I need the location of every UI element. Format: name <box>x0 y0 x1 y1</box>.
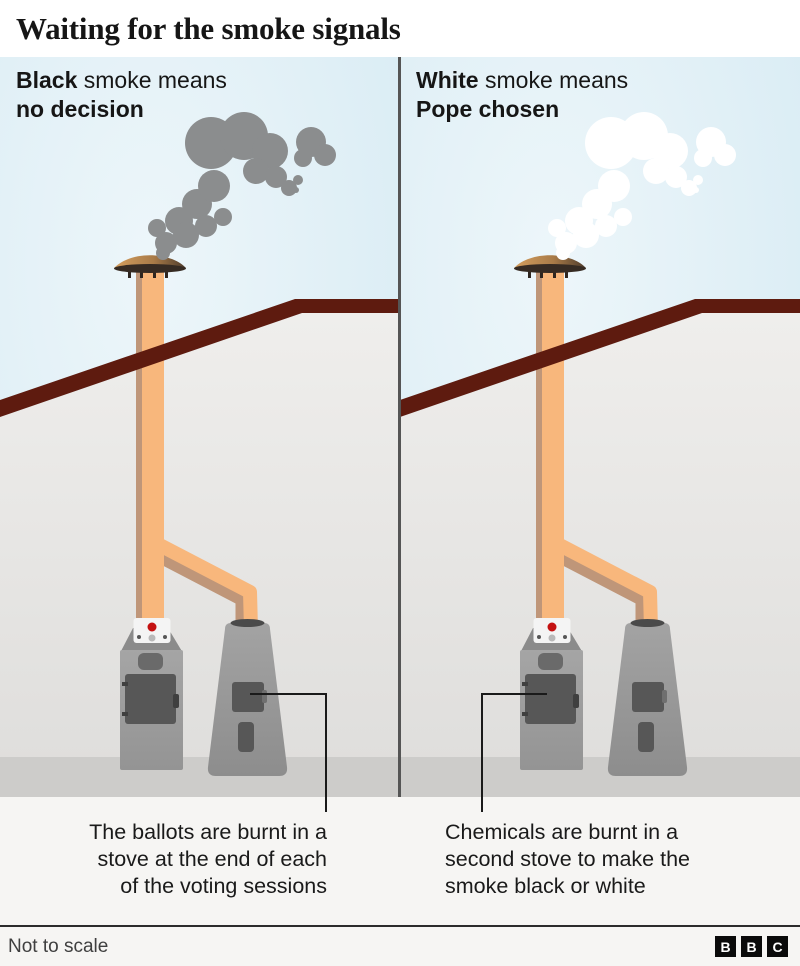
black-smoke-heading: Black smoke means no decision <box>16 66 227 124</box>
bbc-logo: B B C <box>715 936 788 957</box>
heading-rest: smoke means <box>77 67 227 93</box>
chemical-stove-caption: Chemicals are burnt in a second stove to… <box>445 819 745 900</box>
footer: Not to scale B B C <box>0 925 800 966</box>
heading-line2: no decision <box>16 96 144 122</box>
black-smoke-panel-illustration <box>0 57 400 812</box>
not-to-scale-note: Not to scale <box>8 935 109 957</box>
caption-line: The ballots are burnt in a <box>89 820 327 844</box>
stove-and-chimney-illustration <box>0 57 400 797</box>
caption-line: of the voting sessions <box>120 874 327 898</box>
heading-rest: smoke means <box>478 67 629 93</box>
caption-line: second stove to make the <box>445 847 691 871</box>
heading-line2: Pope chosen <box>416 96 560 122</box>
stove-and-chimney-illustration <box>400 57 800 797</box>
bbc-logo-block: B <box>741 936 762 957</box>
page-title: Waiting for the smoke signals <box>16 10 401 46</box>
bbc-logo-block: B <box>715 936 736 957</box>
white-smoke-panel-illustration <box>400 57 800 812</box>
heading-bold: Black <box>16 67 78 93</box>
ballot-stove-callout-line <box>250 693 327 812</box>
bbc-logo-block: C <box>767 936 788 957</box>
heading-bold: White <box>416 67 479 93</box>
chemical-stove-callout-line <box>481 693 547 812</box>
white-smoke-heading: White smoke means Pope chosen <box>416 66 628 124</box>
panel-divider <box>398 57 401 797</box>
infographic: Black smoke means no decision White smok… <box>0 57 800 925</box>
caption-line: stove at the end of each <box>97 847 328 871</box>
caption-line: smoke black or white <box>445 874 646 898</box>
ballot-stove-caption: The ballots are burnt in a stove at the … <box>57 819 327 900</box>
caption-line: Chemicals are burnt in a <box>445 820 679 844</box>
masthead: Waiting for the smoke signals <box>0 0 800 57</box>
